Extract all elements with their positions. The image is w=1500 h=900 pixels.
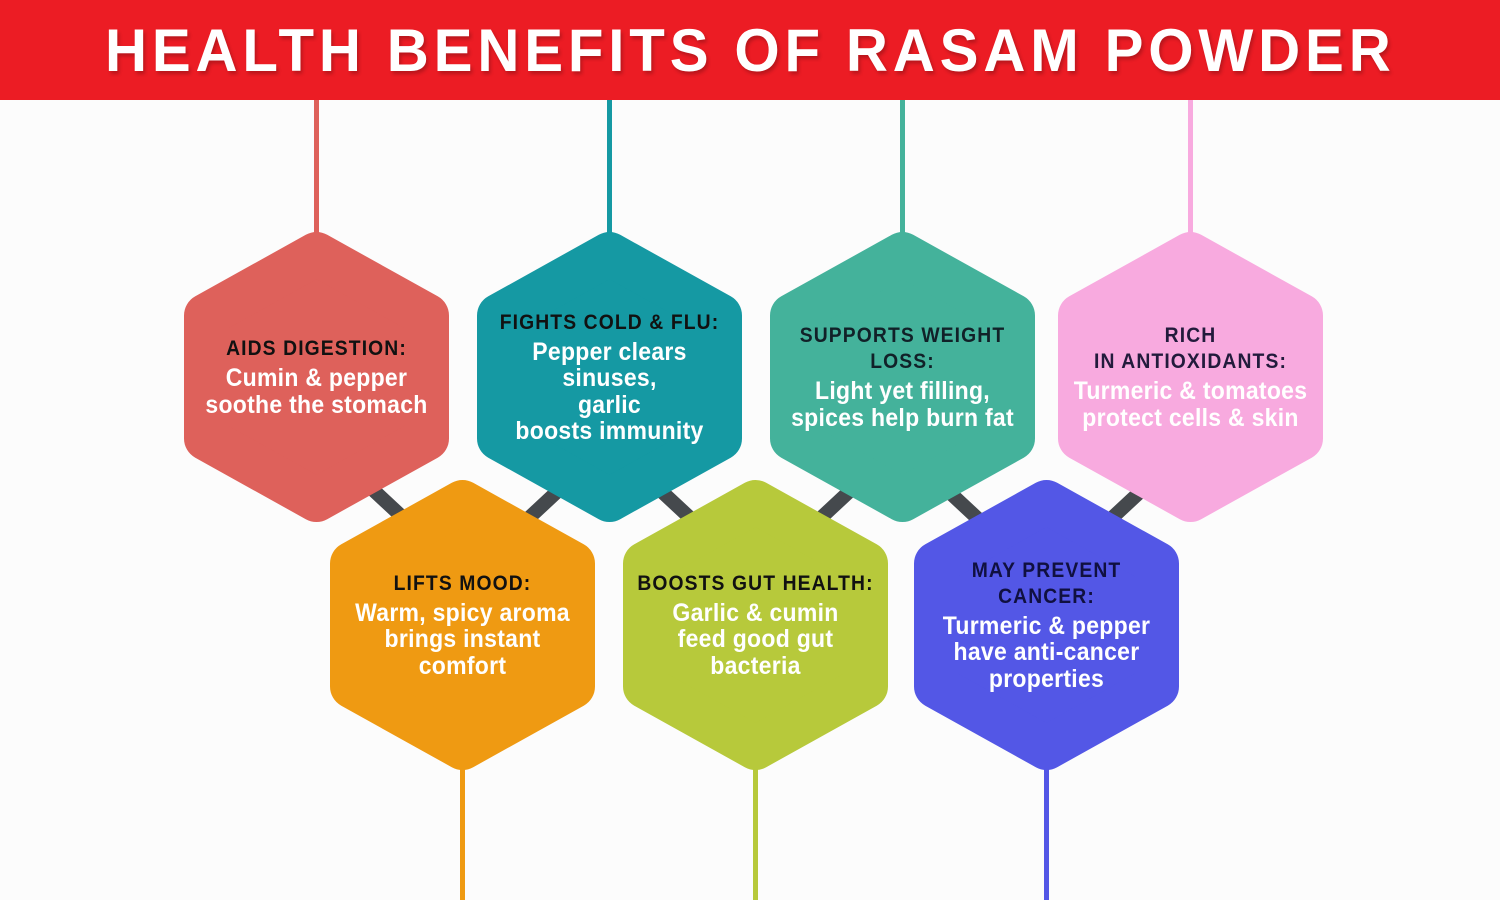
hexagon-text: MAY PREVENT CANCER: Turmeric & pepper ha…	[925, 480, 1169, 770]
hexagon-shape	[477, 232, 742, 522]
benefit-description: Cumin & pepper soothe the stomach	[205, 364, 428, 419]
hexagon-shape	[330, 480, 595, 770]
hexagon-text: FIGHTS COLD & FLU: Pepper clears sinuses…	[488, 232, 732, 522]
hexagon-text: RICH IN ANTIOXIDANTS: Turmeric & tomatoe…	[1069, 232, 1313, 522]
benefit-description: Warm, spicy aroma brings instant comfort	[355, 598, 570, 680]
benefit-heading: LIFTS MOOD:	[393, 571, 532, 595]
benefit-heading: RICH IN ANTIOXIDANTS:	[1094, 324, 1287, 373]
hexagon-shape	[770, 232, 1035, 522]
hexagon-aids-digestion: AIDS DIGESTION: Cumin & pepper soothe th…	[184, 96, 449, 522]
header-banner: HEALTH BENEFITS OF RASAM POWDER	[0, 0, 1500, 100]
benefit-description: Turmeric & tomatoes protect cells & skin	[1073, 377, 1308, 432]
banner-connector-line	[314, 96, 319, 256]
banner-connector-line	[900, 96, 905, 256]
hexagon-may-prevent-cancer: MAY PREVENT CANCER: Turmeric & pepper ha…	[914, 480, 1179, 900]
banner-connector-line	[607, 96, 612, 256]
hexagon-fights-cold-flu: FIGHTS COLD & FLU: Pepper clears sinuses…	[477, 96, 742, 522]
hexagon-shape	[623, 480, 888, 770]
bottom-connector-line	[460, 747, 465, 900]
hexagon-text: SUPPORTS WEIGHT LOSS: Light yet filling,…	[781, 232, 1025, 522]
benefit-description: Pepper clears sinuses, garlic boosts imm…	[515, 337, 704, 445]
hexagon-shape	[914, 480, 1179, 770]
benefit-heading: AIDS DIGESTION:	[226, 337, 407, 360]
hexagon-shape	[1058, 232, 1323, 522]
benefit-description: Garlic & cumin feed good gut bacteria	[672, 598, 839, 680]
benefit-heading: BOOSTS GUT HEALTH:	[637, 571, 874, 595]
benefit-description: Light yet filling, spices help burn fat	[791, 377, 1014, 432]
benefit-description: Turmeric & pepper have anti-cancer prope…	[942, 611, 1151, 693]
bottom-connector-line	[753, 747, 758, 900]
banner-connector-line	[1188, 96, 1193, 256]
hexagon-rich-in-antioxidants: RICH IN ANTIOXIDANTS: Turmeric & tomatoe…	[1058, 96, 1323, 522]
hexagon-text: AIDS DIGESTION: Cumin & pepper soothe th…	[195, 232, 439, 522]
bottom-connector-line	[1044, 747, 1049, 900]
hexagon-lifts-mood: LIFTS MOOD: Warm, spicy aroma brings ins…	[330, 480, 595, 900]
hexagon-text: LIFTS MOOD: Warm, spicy aroma brings ins…	[341, 480, 585, 770]
hexagon-shape	[184, 232, 449, 522]
page-title: HEALTH BENEFITS OF RASAM POWDER	[104, 16, 1396, 84]
hexagon-text: BOOSTS GUT HEALTH: Garlic & cumin feed g…	[634, 480, 878, 770]
benefit-heading: MAY PREVENT CANCER:	[971, 558, 1122, 608]
hexagon-supports-weight-loss: SUPPORTS WEIGHT LOSS: Light yet filling,…	[770, 96, 1035, 522]
benefit-heading: SUPPORTS WEIGHT LOSS:	[799, 324, 1006, 373]
benefit-heading: FIGHTS COLD & FLU:	[499, 310, 720, 334]
hexagon-boosts-gut-health: BOOSTS GUT HEALTH: Garlic & cumin feed g…	[623, 480, 888, 900]
